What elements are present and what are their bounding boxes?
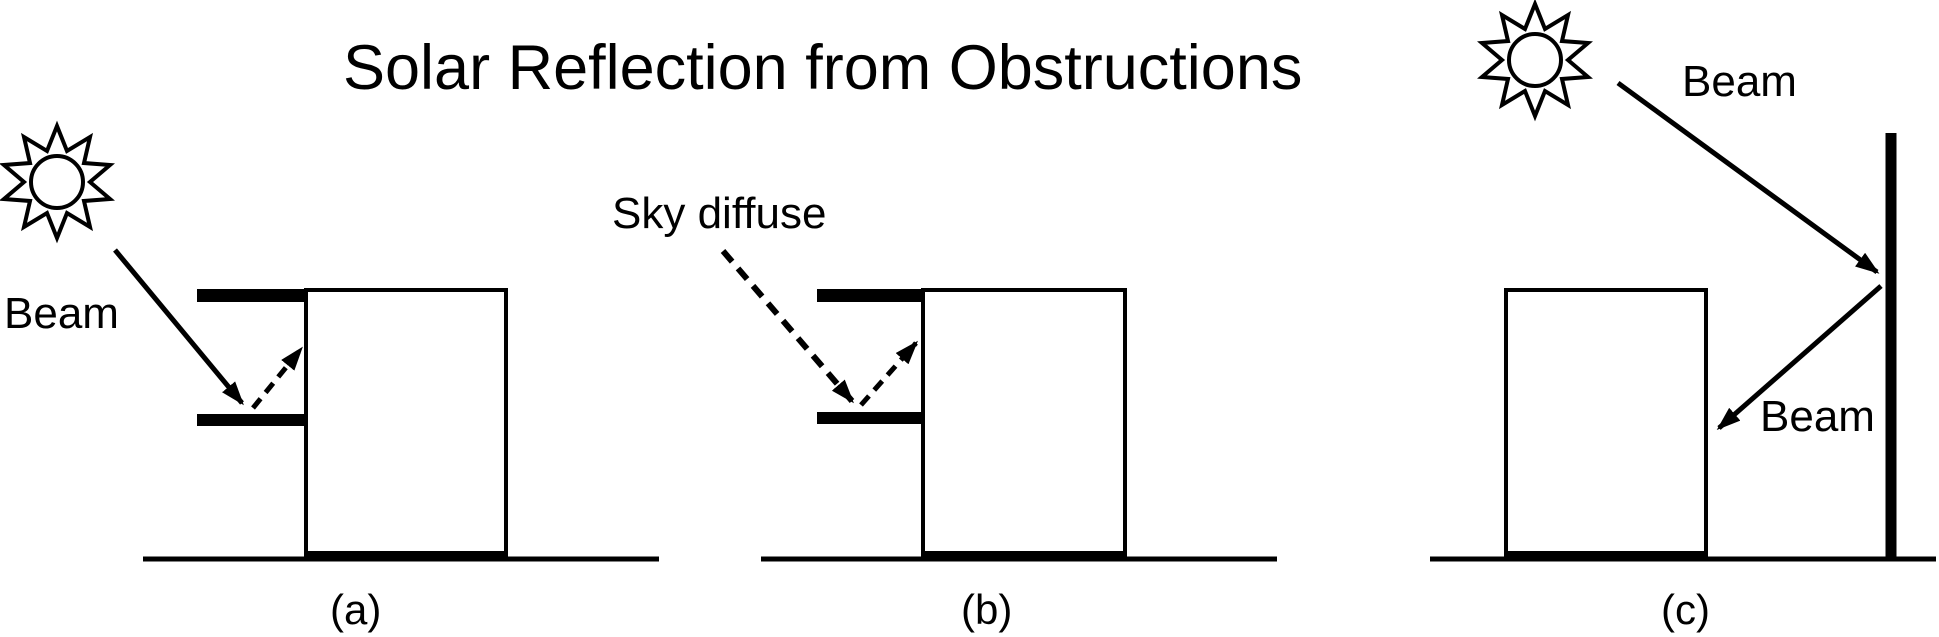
panel-b [720, 249, 1277, 562]
sun-icon [2, 124, 112, 240]
caption-a: (a) [330, 586, 382, 633]
overhang-mid-a [197, 414, 308, 426]
caption-c: (c) [1661, 586, 1710, 633]
beam-reflected-arrow-c [1716, 284, 1883, 430]
panel-a [2, 124, 659, 562]
reflected-beam-arrow-a [251, 346, 303, 410]
beam-arrow-a [113, 248, 244, 406]
building-b [921, 288, 1127, 557]
sky-diffuse-arrow-b [720, 249, 855, 404]
panel-c [1430, 2, 1936, 562]
overhang-top-a [197, 289, 308, 302]
beam-incident-arrow-c [1616, 80, 1880, 275]
beam-label-a: Beam [4, 289, 119, 338]
diagram-title: Solar Reflection from Obstructions [343, 33, 1303, 103]
overhang-top-b [817, 289, 925, 302]
building-a [304, 288, 508, 557]
sun-icon [1480, 2, 1590, 118]
sky-diffuse-label-b: Sky diffuse [612, 189, 827, 238]
reflected-diffuse-arrow-b [859, 340, 918, 407]
building-c [1504, 288, 1708, 557]
overhang-mid-b [817, 412, 925, 424]
caption-b: (b) [961, 586, 1013, 633]
beam-incident-label-c: Beam [1682, 57, 1797, 106]
beam-reflected-label-c: Beam [1760, 392, 1875, 441]
